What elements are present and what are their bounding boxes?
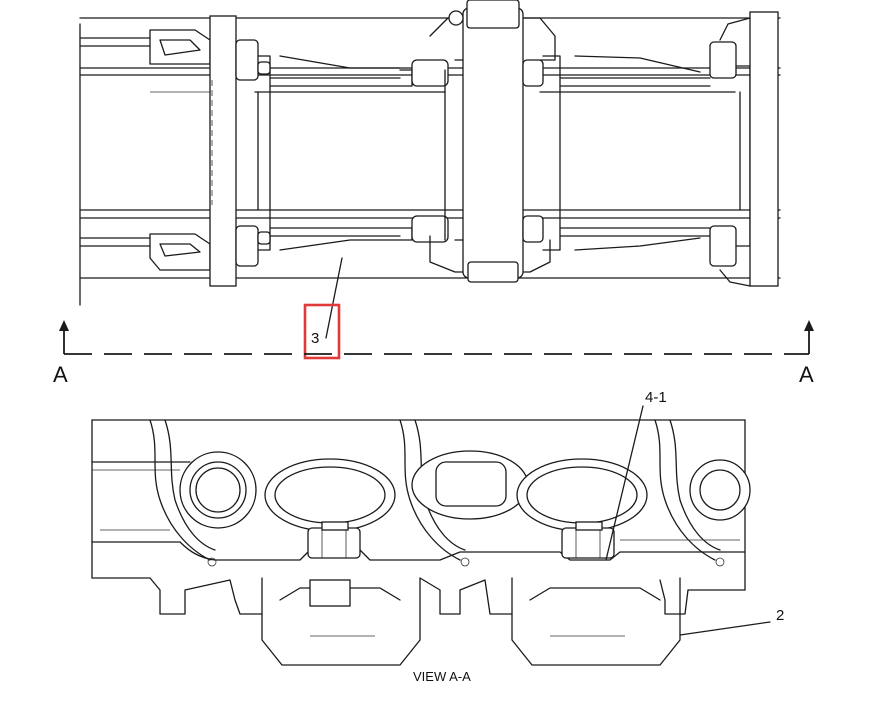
leader-line-3 (325, 257, 343, 339)
leader-line-4-1 (605, 405, 644, 561)
section-label-left: A (53, 362, 68, 387)
callout-3: 3 (311, 330, 319, 347)
view-caption: VIEW A-A (413, 669, 471, 684)
callout-2: 2 (776, 607, 784, 624)
highlight-box (303, 303, 341, 360)
section-label-right: A (799, 362, 814, 387)
leader-line-2 (679, 621, 771, 636)
callout-4-1: 4-1 (645, 389, 667, 406)
section-line (59, 320, 814, 355)
top-view (79, 0, 781, 306)
bottom-view (91, 419, 751, 666)
